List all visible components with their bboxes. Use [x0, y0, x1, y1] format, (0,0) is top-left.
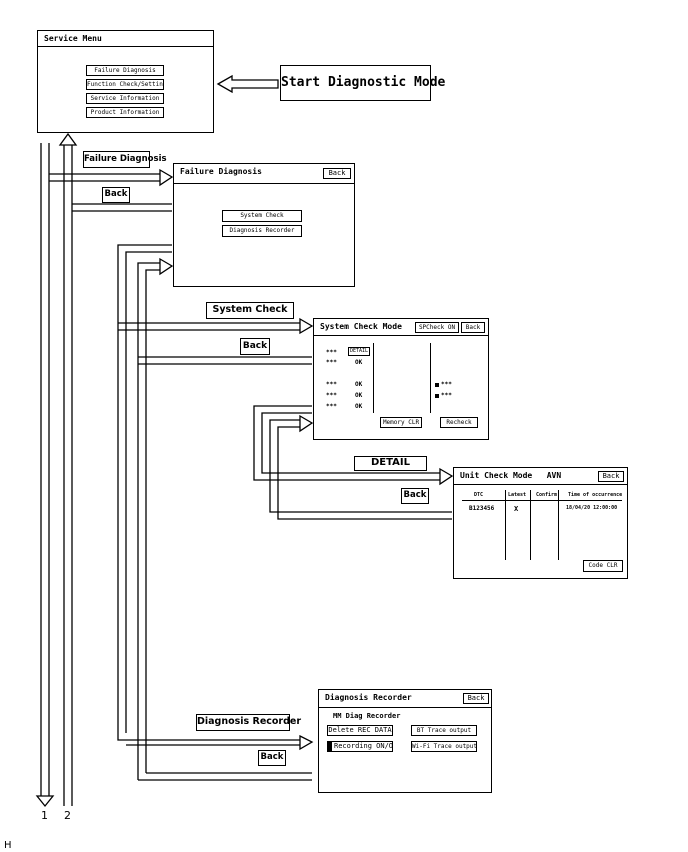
recording-on-off-button[interactable]: Recording ON/OFF [327, 741, 393, 752]
system-check-mode-window: System Check Mode SPCheck ON Back DETAIL… [313, 318, 489, 440]
code-clr-button[interactable]: Code CLR [583, 560, 623, 572]
column-divider [558, 490, 559, 560]
service-menu-window: Service Menu Failure Diagnosis Function … [37, 30, 214, 133]
line-label-2: 2 [64, 809, 71, 822]
figure-code: H [4, 840, 12, 851]
bt-trace-output-button[interactable]: BT Trace output [411, 725, 477, 736]
right-item: *** [441, 381, 452, 388]
column-divider [505, 490, 506, 560]
line-1-arrow [35, 795, 55, 808]
row-status: OK [355, 359, 363, 366]
column-header-confirm: Confirm [536, 492, 558, 498]
service-menu-item-failure-diagnosis[interactable]: Failure Diagnosis [86, 65, 164, 76]
line-label-1: 1 [41, 809, 48, 822]
indicator-square [435, 394, 439, 398]
failure-diagnosis-title: Failure Diagnosis [174, 164, 354, 184]
row-status: OK [355, 392, 363, 399]
unit-check-back-button[interactable]: Back [598, 471, 624, 482]
indicator-square [435, 383, 439, 387]
row-label: *** [326, 359, 337, 366]
flow-label-failure-diagnosis: Failure Diagnosis [83, 151, 167, 168]
system-check-back-button[interactable]: Back [461, 322, 485, 333]
row-label: *** [326, 403, 337, 410]
cell-dtc: B123456 [469, 505, 495, 512]
service-menu-item-function-check[interactable]: Function Check/Setting [86, 79, 164, 90]
failure-back-button[interactable]: Back [323, 168, 351, 179]
diagnosis-recorder-window: Diagnosis Recorder Back MM Diag Recorder… [318, 689, 492, 793]
column-header-time: Time of occurrence [568, 492, 623, 498]
detail-button[interactable]: DETAIL [348, 347, 370, 356]
flow-label-back: Back [240, 338, 270, 355]
delete-rec-data-button[interactable]: Delete REC DATA [327, 725, 393, 736]
column-divider [530, 490, 531, 560]
flow-label-back: Back [401, 488, 429, 504]
diagnosis-recorder-back-button[interactable]: Back [463, 693, 489, 704]
service-menu-item-service-information[interactable]: Service Information [86, 93, 164, 104]
right-item: *** [441, 392, 452, 399]
line-2-arrow [58, 132, 78, 146]
recheck-button[interactable]: Recheck [440, 417, 478, 428]
flow-label-back: Back [102, 187, 130, 203]
spcheck-on-button[interactable]: SPCheck ON [415, 322, 459, 333]
service-menu-item-product-information[interactable]: Product Information [86, 107, 164, 118]
unit-check-mode-window: Unit Check Mode AVN Back DTC Latest Conf… [453, 467, 628, 579]
recorder-subtitle: MM Diag Recorder [333, 712, 401, 720]
flow-label-back: Back [258, 750, 286, 766]
diagnosis-recorder-button[interactable]: Diagnosis Recorder [222, 225, 302, 237]
flow-label-diagnosis-recorder: Diagnosis Recorder [196, 714, 301, 731]
flow-label-system-check: System Check [206, 302, 294, 319]
wifi-trace-output-button[interactable]: Wi-Fi Trace output [411, 741, 477, 752]
column-header-latest: Latest [508, 492, 527, 498]
row-status: OK [355, 403, 363, 410]
diagnosis-recorder-title: Diagnosis Recorder [319, 690, 491, 708]
unit-check-title: Unit Check Mode AVN [454, 468, 627, 485]
memory-clr-button[interactable]: Memory CLR [380, 417, 422, 428]
row-status: OK [355, 381, 363, 388]
system-check-button[interactable]: System Check [222, 210, 302, 222]
system-check-title: System Check Mode [314, 319, 488, 336]
start-diagnostic-mode-label: Start Diagnostic Mode [280, 65, 445, 101]
row-label: *** [326, 392, 337, 399]
recording-indicator [328, 742, 332, 751]
cell-time: 18/04/20 12:00:00 [566, 505, 618, 511]
flow-label-detail: DETAIL [354, 456, 427, 471]
header-divider [462, 500, 622, 501]
column-divider [373, 343, 374, 413]
service-menu-title: Service Menu [38, 31, 213, 47]
failure-diagnosis-window: Failure Diagnosis Back System Check Diag… [173, 163, 355, 287]
column-header-dtc: DTC [474, 492, 484, 498]
column-divider [430, 343, 431, 413]
start-arrow [216, 74, 279, 94]
row-label: *** [326, 349, 337, 356]
row-label: *** [326, 381, 337, 388]
cell-latest: X [514, 505, 519, 513]
